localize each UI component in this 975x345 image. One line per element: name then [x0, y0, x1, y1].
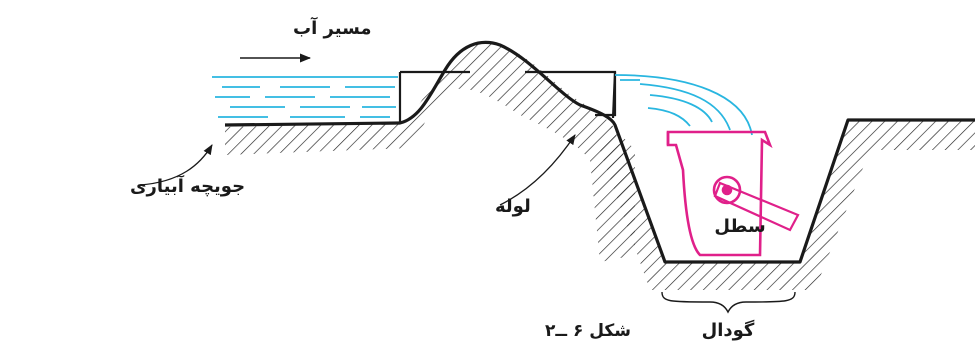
pipe [398, 70, 617, 122]
irrigation-channel-label: جویچه آبیاری [130, 174, 245, 197]
channel-water [212, 76, 398, 118]
figure-caption: شکل ۶ ــ۲ [545, 321, 631, 341]
soil-hatching [225, 41, 975, 290]
pipe-leader-line [499, 134, 576, 206]
bucket [666, 130, 800, 257]
bucket-label: سطل [714, 216, 765, 237]
pit-label: گودال [702, 319, 755, 341]
pipe-label: لوله [495, 196, 531, 217]
outflow-water [614, 74, 753, 136]
ground-profile [224, 40, 975, 264]
flow-direction-label: مسیر آب [293, 16, 372, 39]
pit-brace [661, 291, 796, 314]
channel-leader-line [139, 144, 213, 186]
